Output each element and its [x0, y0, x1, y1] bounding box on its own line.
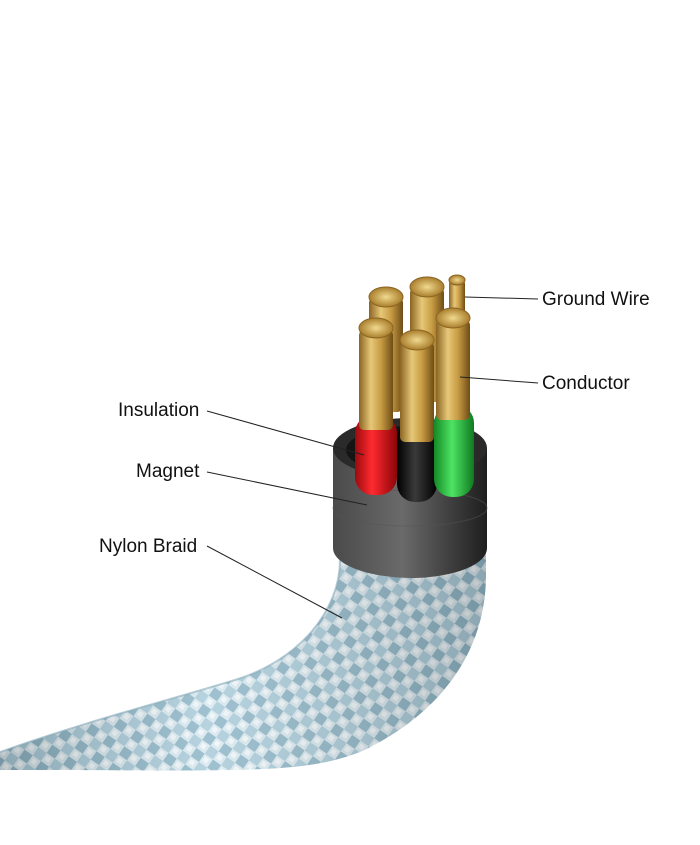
green-insulated-wire — [434, 307, 474, 497]
label-magnet: Magnet — [136, 461, 200, 482]
label-insulation: Insulation — [118, 400, 200, 421]
leader-line-insulation — [206, 410, 365, 456]
label-nylon-braid: Nylon Braid — [99, 536, 198, 557]
wire-bundle — [355, 274, 474, 502]
leader-line-nylon-braid — [206, 545, 343, 619]
leader-line-magnet — [206, 471, 368, 506]
black-insulated-wire — [397, 329, 437, 502]
leader-line-conductor — [459, 376, 539, 384]
label-ground-wire: Ground Wire — [542, 289, 650, 310]
label-conductor: Conductor — [542, 373, 630, 394]
leader-line-ground-wire — [464, 296, 539, 300]
red-insulated-wire — [355, 317, 397, 495]
leader-lines — [206, 296, 539, 619]
